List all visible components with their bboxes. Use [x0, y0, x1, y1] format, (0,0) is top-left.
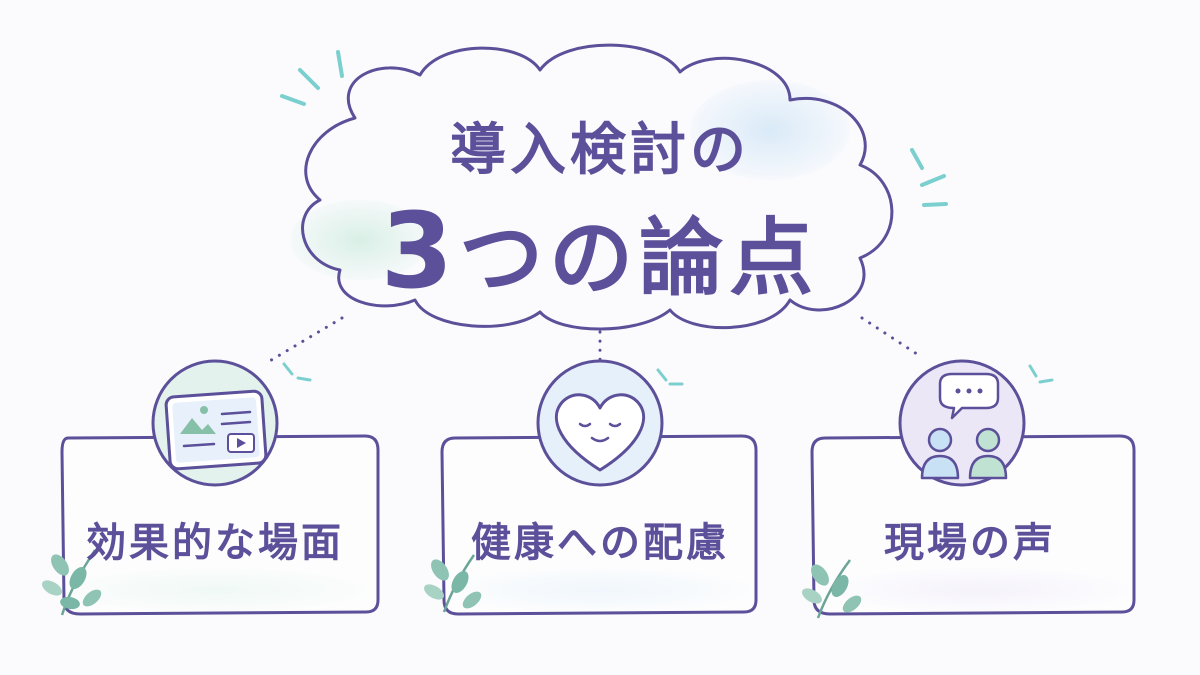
card-field-voices — [802, 434, 1136, 619]
smiling-heart-icon — [536, 359, 664, 487]
sparkle-accent — [1028, 364, 1054, 384]
title-line-1: 導入検討の — [450, 118, 750, 183]
tablet-icon — [151, 359, 279, 487]
card-effective-scenes — [42, 434, 380, 616]
people-speech-icon — [898, 359, 1026, 487]
title-cloud — [290, 43, 894, 331]
title-line-2-rest: つの論点 — [459, 209, 820, 307]
sparkle-accent — [656, 368, 684, 386]
card-label-effective-scenes: 効果的な場面 — [86, 520, 344, 566]
connector-lines — [266, 316, 922, 364]
card-label-field-voices: 現場の声 — [884, 520, 1056, 566]
card-health-consideration — [424, 434, 758, 616]
leaf-sprig-icon — [42, 549, 102, 616]
sparkle-accent-left — [280, 50, 344, 106]
sparkle-accent-right — [910, 148, 948, 207]
sparkle-accent — [282, 362, 312, 382]
title-number: 3 — [380, 190, 460, 312]
leaf-sprig-icon — [424, 554, 482, 613]
card-label-health-consideration: 健康への配慮 — [471, 520, 729, 566]
leaf-sprig-icon — [802, 559, 862, 619]
title-line-2: 3つの論点 — [330, 190, 870, 312]
